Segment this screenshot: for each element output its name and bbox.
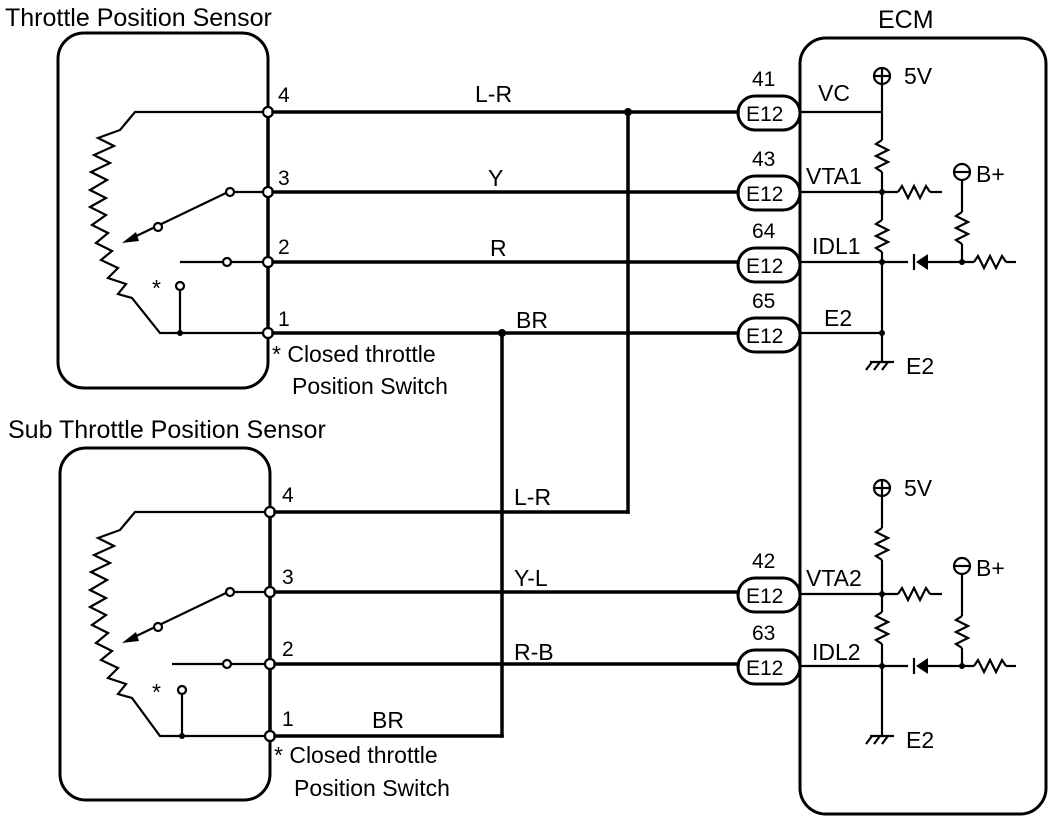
sensor1-resistor-arc (87, 110, 268, 335)
sensor1-pin2: 2 (278, 236, 290, 259)
connector-41: 41 E12 (736, 68, 802, 132)
svg-text:E12: E12 (746, 325, 783, 348)
sensor2-wiper-arrow (122, 632, 139, 643)
ecm-vc: VC (818, 80, 850, 106)
connector-63: 63 E12 (736, 622, 802, 686)
ecm-e2-input: E2 (824, 305, 852, 331)
sensor1-title: Throttle Position Sensor (5, 4, 272, 32)
sensor2-resistor-arc (87, 510, 270, 738)
ecm-resistor-4 (873, 611, 891, 645)
wire-label-y-l: Y-L (514, 565, 548, 591)
svg-text:64: 64 (752, 220, 776, 243)
ecm-5v-2: 5V (904, 475, 933, 501)
connector-65: 65 E12 (736, 290, 802, 354)
ecm-bplus-2: B+ (976, 555, 1005, 581)
sensor2-title: Sub Throttle Position Sensor (8, 416, 326, 444)
sensor1-note-line2: Position Switch (292, 373, 448, 399)
connector-64: 64 E12 (736, 220, 802, 284)
ecm-resistor-1 (873, 139, 891, 173)
sensor2-housing (58, 446, 272, 802)
wire-label-lr-1: L-R (475, 81, 512, 107)
ecm-vta1: VTA1 (806, 163, 862, 189)
sensor2-pin4: 4 (282, 484, 294, 507)
sensor1-asterisk: * (152, 275, 161, 301)
ecm-housing (798, 36, 1048, 816)
sensor1-pin1: 1 (278, 308, 290, 331)
sensor2-asterisk: * (152, 679, 161, 705)
sensor2-wiper (127, 591, 229, 641)
sensor1-housing (56, 31, 270, 390)
wire-label-br-2: BR (372, 707, 404, 733)
connector-43: 43 E12 (736, 148, 802, 212)
svg-text:E12: E12 (746, 183, 783, 206)
svg-text:41: 41 (752, 68, 775, 91)
ecm-diode-1 (916, 254, 928, 270)
svg-text:42: 42 (752, 550, 775, 573)
harness-wires: L-R Y R BR L-R Y-L R-B BR (271, 81, 740, 738)
sub-throttle-position-sensor: Sub Throttle Position Sensor * 4 3 2 1 *… (8, 416, 450, 802)
svg-text:E12: E12 (746, 255, 783, 278)
sensor1-wiper-arrow (122, 232, 139, 243)
connector-42: 42 E12 (736, 550, 802, 614)
ecm-diode-2 (916, 658, 928, 674)
sensor2-note-line1: * Closed throttle (274, 742, 438, 768)
ecm: ECM VC VTA1 IDL1 (798, 6, 1048, 816)
wire-label-r: R (490, 235, 507, 261)
svg-text:65: 65 (752, 290, 775, 313)
svg-text:E12: E12 (746, 657, 783, 680)
svg-text:43: 43 (752, 148, 775, 171)
sensor1-pin3: 3 (278, 167, 290, 190)
wire-label-lr-2: L-R (514, 484, 551, 510)
sensor1-wiper (127, 191, 229, 241)
sensor1-pin4: 4 (278, 84, 290, 107)
ecm-vta2: VTA2 (806, 565, 862, 591)
sensor2-note-line2: Position Switch (294, 775, 450, 801)
sensor2-pin3: 3 (282, 566, 294, 589)
wire-label-r-b: R-B (514, 639, 554, 665)
svg-text:63: 63 (752, 622, 775, 645)
wire-label-y: Y (488, 165, 503, 191)
ecm-bplus-1: B+ (976, 161, 1005, 187)
ecm-gnd-1: E2 (906, 353, 934, 379)
sensor2-pin2: 2 (282, 638, 294, 661)
ecm-resistor-3 (873, 527, 891, 561)
svg-text:E12: E12 (746, 103, 783, 126)
sensor1-note-line1: * Closed throttle (272, 341, 436, 367)
ecm-5v-1: 5V (904, 63, 933, 89)
ecm-gnd-2: E2 (906, 727, 934, 753)
ecm-idl2: IDL2 (812, 639, 861, 665)
ecm-resistor-2 (873, 219, 891, 253)
wire-label-br-1: BR (516, 307, 548, 333)
sensor2-pin1: 1 (282, 708, 294, 731)
ecm-title: ECM (878, 6, 934, 34)
svg-text:E12: E12 (746, 585, 783, 608)
connectors: 41 E12 43 E12 64 E12 65 E12 42 E12 63 E1… (736, 68, 802, 686)
throttle-position-sensor: Throttle Position Sensor * 4 3 2 1 * Clo… (5, 4, 448, 399)
ecm-idl1: IDL1 (812, 233, 861, 259)
